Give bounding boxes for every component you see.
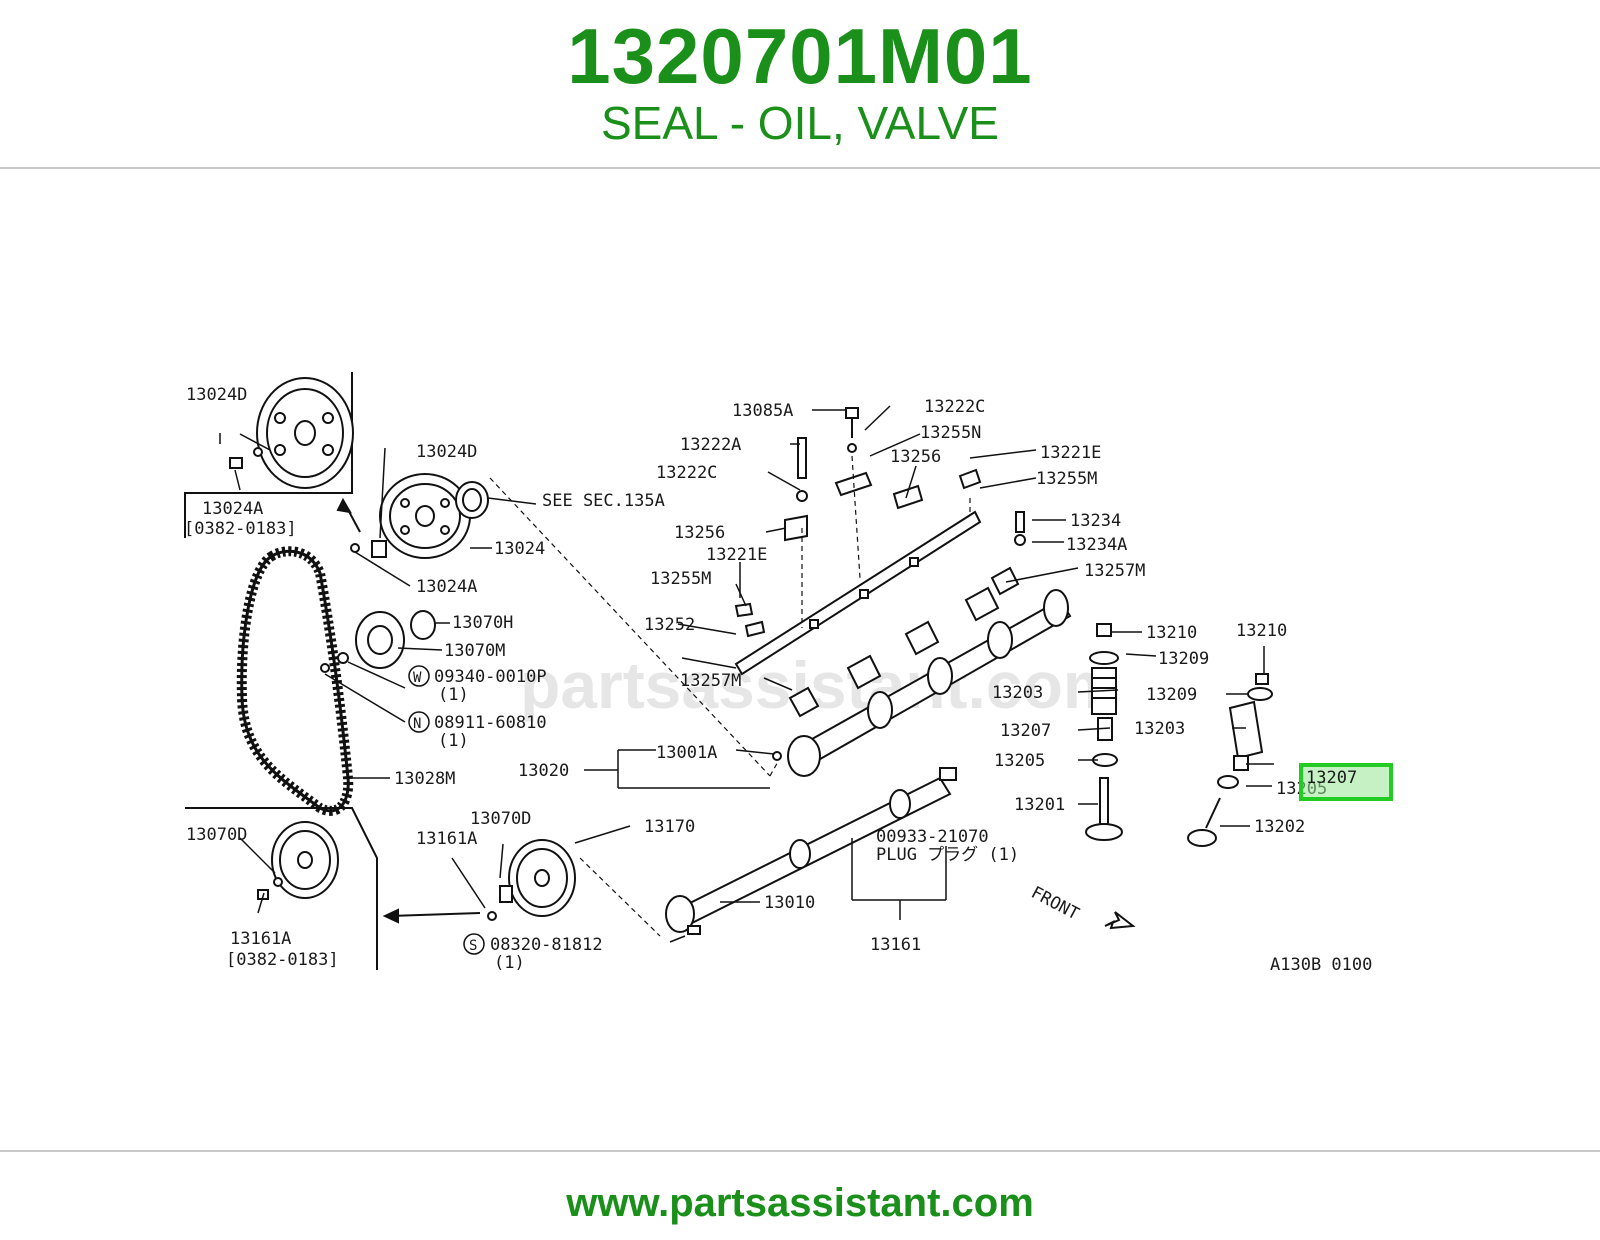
- label-08320: 08320-81812: [490, 935, 603, 955]
- label-13256: 13256: [674, 523, 725, 543]
- label-13255n: 13255N: [920, 423, 981, 443]
- label-13252: 13252: [644, 615, 695, 635]
- label-13024a: 13024A: [202, 499, 263, 519]
- rocker-bolts: [734, 407, 1026, 638]
- cam-sprocket-13024: [350, 473, 489, 559]
- label-13020: 13020: [518, 761, 569, 781]
- symbol-w: W: [413, 670, 422, 686]
- label-13255m: 13255M: [1036, 469, 1097, 489]
- header-divider: [0, 167, 1600, 169]
- label-13222c: 13222C: [924, 397, 985, 417]
- part-labels: 13024D 13024A [0382-0183] 13024D SEE SEC…: [184, 385, 1372, 975]
- highlighted-part-box[interactable]: [1299, 763, 1393, 801]
- label-13010: 13010: [764, 893, 815, 913]
- part-description: SEAL - OIL, VALVE: [601, 97, 999, 149]
- rocker-arms: [788, 566, 1020, 718]
- label-13221e: 13221E: [1040, 443, 1101, 463]
- camshaft-13001A: [772, 589, 1072, 777]
- highlighted-part-label[interactable]: 13207: [1306, 768, 1358, 788]
- front-arrow-icon: [1104, 911, 1136, 930]
- circled-symbols: [408, 665, 485, 955]
- footer-website-link[interactable]: www.partsassistant.com: [566, 1181, 1034, 1225]
- label-13256: 13256: [890, 447, 941, 467]
- diagram-code: A130B 0100: [1270, 955, 1372, 975]
- label-13222a: 13222A: [680, 435, 741, 455]
- label-13202: 13202: [1254, 817, 1305, 837]
- intake-valve-assembly: [1085, 623, 1123, 841]
- symbol-s: S: [469, 938, 477, 954]
- label-13024a: 13024A: [416, 577, 477, 597]
- label-13207: 13207: [1000, 721, 1051, 741]
- part-number-title: 1320701M01: [567, 12, 1033, 100]
- label-13209: 13209: [1158, 649, 1209, 669]
- label-13221e: 13221E: [706, 545, 767, 565]
- label-13203: 13203: [992, 683, 1043, 703]
- label-13024d: 13024D: [416, 442, 477, 462]
- label-13028m: 13028M: [394, 769, 455, 789]
- label-13255m: 13255M: [650, 569, 711, 589]
- label-13205: 13205: [994, 751, 1045, 771]
- label-13070d: 13070D: [470, 809, 531, 829]
- leader-lines: [219, 405, 1274, 943]
- label-13170: 13170: [644, 817, 695, 837]
- label-13234: 13234: [1070, 511, 1121, 531]
- label-13209: 13209: [1146, 685, 1197, 705]
- label-plug: PLUG プラグ (1): [876, 845, 1019, 865]
- timing-belt-13028M: [236, 546, 354, 816]
- jackshaft-sprocket-13170: [487, 839, 576, 921]
- rocker-shaft: [734, 510, 982, 676]
- label-13001a: 13001A: [656, 743, 717, 763]
- symbol-n: N: [413, 716, 421, 732]
- label-13161a: 13161A: [230, 929, 291, 949]
- label-13161: 13161: [870, 935, 921, 955]
- page-header: 1320701M01 SEAL - OIL, VALVE: [0, 0, 1600, 168]
- inset-arrows: [336, 497, 481, 924]
- label-13070m: 13070M: [444, 641, 505, 661]
- label-qty: (1): [494, 953, 525, 973]
- label-date-range: [0382-0183]: [184, 519, 297, 539]
- label-date-range: [0382-0183]: [226, 950, 339, 970]
- label-13203: 13203: [1134, 719, 1185, 739]
- label-13210: 13210: [1146, 623, 1197, 643]
- diagram-watermark: partsassistant.com: [520, 648, 1122, 722]
- label-13024d: 13024D: [186, 385, 247, 405]
- parts-diagram: partsassistant.com: [180, 338, 1420, 1020]
- label-00933: 00933-21070: [876, 827, 989, 847]
- cam-sprocket-small-top: [229, 377, 354, 489]
- label-09340: 09340-0010P: [434, 667, 547, 687]
- label-13070d: 13070D: [186, 825, 247, 845]
- label-qty: (1): [438, 731, 469, 751]
- label-qty: (1): [438, 685, 469, 705]
- label-13257m: 13257M: [680, 671, 741, 691]
- jackshaft-13010: [665, 767, 957, 935]
- footer-divider: [0, 1150, 1600, 1152]
- label-13024: 13024: [494, 539, 545, 559]
- inset-frame-bottom: [185, 807, 378, 970]
- belt-tensioner-13070: [320, 610, 436, 673]
- label-13222c: 13222C: [656, 463, 717, 483]
- exhaust-valve-assembly: [1187, 673, 1273, 847]
- reference-dashes: [489, 455, 971, 937]
- label-13085a: 13085A: [732, 401, 793, 421]
- label-13070h: 13070H: [452, 613, 513, 633]
- label-08911: 08911-60810: [434, 713, 547, 733]
- label-see-section: SEE SEC.135A: [542, 491, 665, 511]
- label-13161a: 13161A: [416, 829, 477, 849]
- label-13201: 13201: [1014, 795, 1065, 815]
- label-13210: 13210: [1236, 621, 1287, 641]
- label-13257m: 13257M: [1084, 561, 1145, 581]
- label-13234a: 13234A: [1066, 535, 1127, 555]
